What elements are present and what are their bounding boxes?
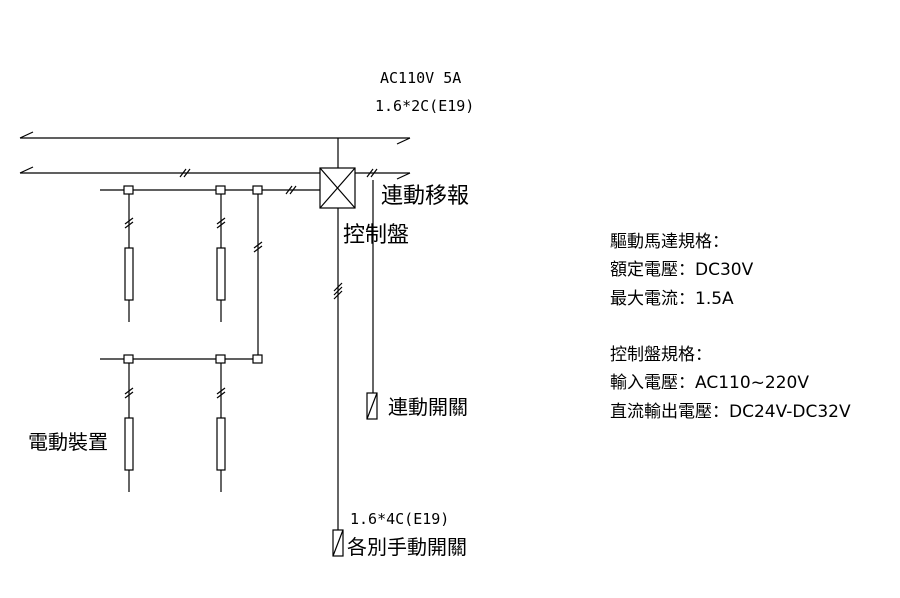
cable-mark-right: [366, 168, 378, 178]
panel-spec-output: 直流輸出電壓：DC24V-DC32V: [610, 402, 851, 422]
supply-cable-label: 1.6*2C(E19): [375, 97, 475, 115]
link-relay-label: 連動移報: [381, 184, 470, 209]
cable-mark-riser: [253, 241, 263, 253]
actuator-2: [216, 194, 226, 322]
cable-mark-feed: [285, 185, 297, 195]
panel-spec-input: 輸入電壓：AC110~220V: [610, 373, 809, 393]
supply-rating-label: AC110V 5A: [380, 69, 462, 87]
link-switch-label: 連動開關: [388, 395, 468, 419]
cable-mark-manual: [333, 282, 343, 300]
terminal: [215, 354, 226, 364]
terminal: [215, 185, 226, 195]
link-switch-symbol: [366, 392, 378, 420]
actuator-3: [124, 363, 134, 492]
motor-spec-current: 最大電流：1.5A: [610, 289, 734, 309]
actuator-4: [216, 363, 226, 492]
motor-spec-voltage: 額定電壓：DC30V: [610, 260, 754, 280]
terminal: [123, 185, 134, 195]
cable-mark-left: [179, 168, 191, 178]
panel-spec-title: 控制盤規格：: [610, 345, 712, 365]
branch-cable-label: 1.6*4C(E19): [350, 510, 450, 528]
supply-line-top: [19, 131, 411, 145]
terminal: [123, 354, 134, 364]
terminal: [252, 185, 263, 195]
electric-device-label: 電動裝置: [28, 430, 108, 454]
control-panel-label: 控制盤: [343, 223, 410, 248]
control-panel-symbol: [319, 167, 356, 209]
manual-switch-label: 各別手動開關: [347, 535, 467, 559]
actuator-1: [124, 194, 134, 322]
motor-spec-title: 驅動馬達規格：: [610, 232, 729, 252]
manual-switch-symbol: [332, 529, 344, 557]
terminal: [252, 354, 263, 364]
